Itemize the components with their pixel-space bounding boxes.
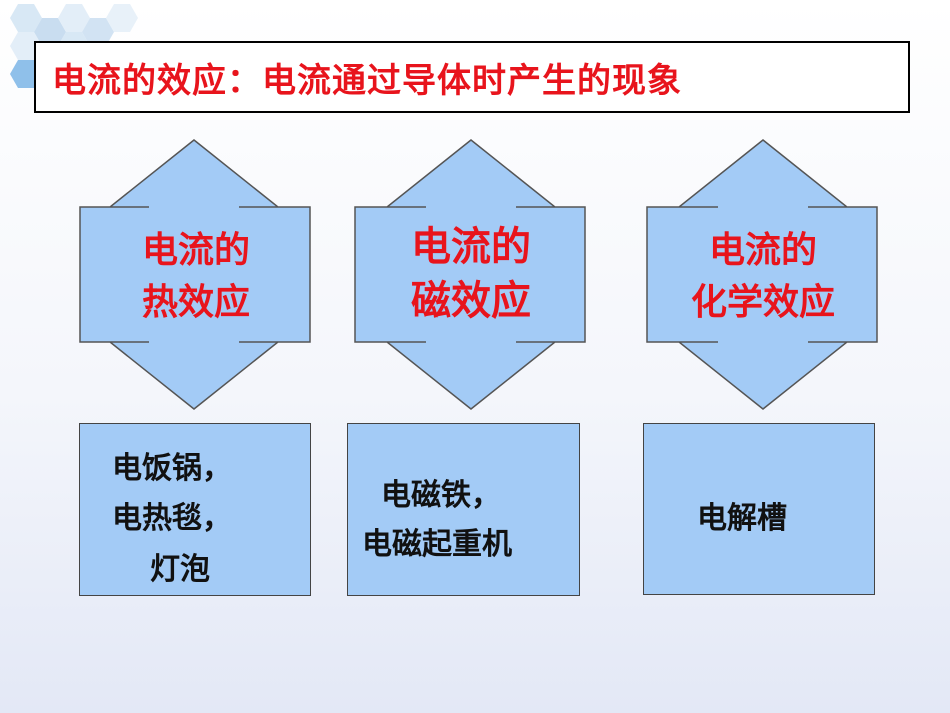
- double-arrow-magnetic: [354, 139, 586, 410]
- effect-chemical-line1: 电流的: [708, 229, 817, 271]
- effect-magnetic-line2: 磁效应: [411, 277, 531, 324]
- example-chemical-line1: 电解槽: [697, 501, 787, 536]
- example-box-chemical: [643, 423, 875, 595]
- example-heat-line3: 灯泡: [150, 552, 210, 587]
- example-heat-line1: 电饭锅，: [112, 451, 232, 486]
- example-magnetic-line1: 电磁铁，: [381, 478, 501, 513]
- double-arrow-heat: [79, 139, 311, 410]
- effect-heat-line1: 电流的: [141, 229, 250, 271]
- example-box-magnetic: [347, 423, 580, 596]
- example-heat-line2: 电热毯，: [112, 501, 232, 536]
- effect-heat-line2: 热效应: [141, 281, 250, 324]
- page-title: 电流的效应：电流通过导体时产生的现象: [52, 60, 682, 101]
- effect-label-magnetic: 电流的 磁效应: [355, 220, 587, 328]
- effect-label-heat: 电流的 热效应: [80, 224, 312, 328]
- effect-chemical-line2: 化学效应: [690, 281, 835, 324]
- double-arrow-chemical: [646, 139, 878, 410]
- example-magnetic-line2: 电磁起重机: [362, 527, 512, 562]
- effect-label-chemical: 电流的 化学效应: [647, 224, 879, 328]
- effect-magnetic-line1: 电流的: [411, 223, 531, 270]
- title-box: 电流的效应：电流通过导体时产生的现象: [34, 41, 910, 113]
- example-box-heat: [79, 423, 311, 596]
